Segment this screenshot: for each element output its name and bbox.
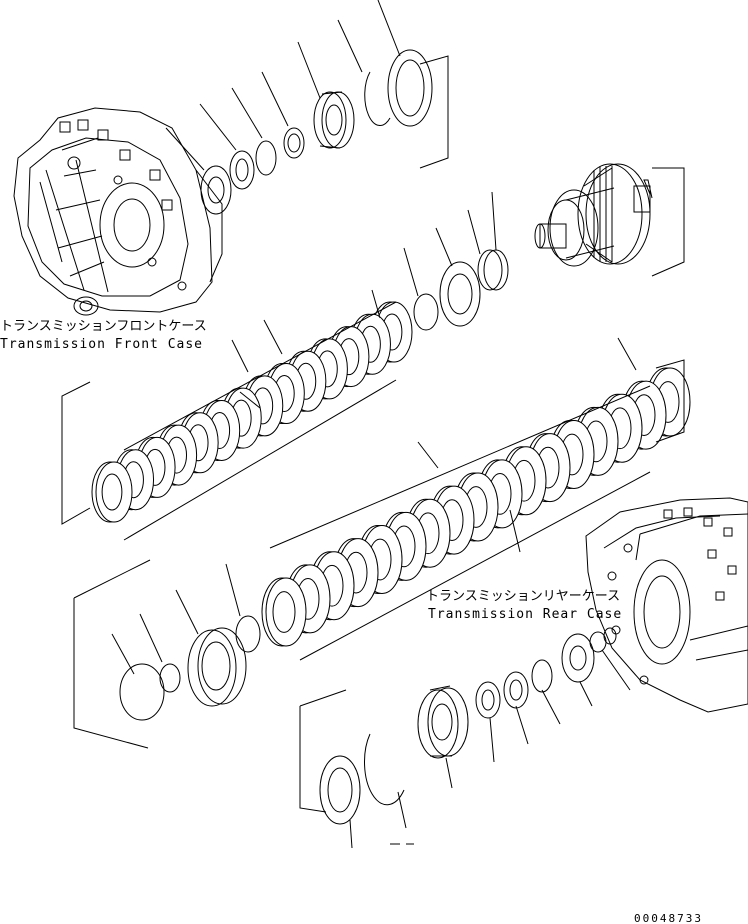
front-gear bbox=[314, 92, 346, 148]
front-collar bbox=[230, 151, 254, 189]
clutch-disc-bore bbox=[273, 592, 295, 633]
lower-left-parts bbox=[74, 560, 260, 748]
clutch-disc-face bbox=[96, 462, 132, 522]
front-bearing bbox=[284, 128, 304, 158]
front-thrust-washer bbox=[388, 50, 432, 126]
front-snap-ring bbox=[256, 141, 276, 175]
clutch-disc-bore bbox=[102, 474, 122, 510]
front-case-label: トランスミッションフロントケース Transmission Front Case bbox=[0, 319, 207, 352]
rear-bearing bbox=[476, 682, 500, 718]
large-o-ring bbox=[120, 664, 164, 720]
rear-collar bbox=[504, 672, 528, 708]
rear-case-label-jp: トランスミッションリヤーケース bbox=[426, 589, 620, 604]
top-parts-row bbox=[201, 50, 432, 214]
rear-spacer bbox=[562, 634, 594, 682]
rear-case-label-en: Transmission Rear Case bbox=[428, 607, 622, 622]
front-case-label-jp: トランスミッションフロントケース bbox=[0, 319, 207, 334]
rear-snap-ring bbox=[532, 660, 552, 692]
lower-clutch-pack bbox=[262, 368, 690, 646]
upper-pack-bracket bbox=[62, 290, 396, 540]
top-leader-lines bbox=[166, 0, 448, 170]
middle-seal-ring bbox=[414, 294, 438, 330]
bottom-parts-row bbox=[300, 628, 630, 848]
rear-case-label: トランスミッションリヤーケース Transmission Rear Case bbox=[426, 589, 622, 622]
middle-small-rings bbox=[404, 192, 508, 330]
transmission-front-case bbox=[14, 108, 222, 315]
clutch-disc-face bbox=[266, 578, 306, 646]
middle-snap-ring bbox=[478, 250, 502, 290]
transmission-rear-case bbox=[586, 498, 748, 712]
small-o-ring bbox=[160, 664, 180, 692]
drawing-code: 00048733 bbox=[634, 912, 703, 924]
piston-snap-ring bbox=[236, 616, 260, 652]
front-case-label-en: Transmission Front Case bbox=[0, 337, 203, 352]
rear-thrust-washer bbox=[320, 756, 360, 824]
middle-thrust-plate bbox=[440, 262, 480, 326]
front-spacer bbox=[201, 166, 231, 214]
upper-clutch-pack bbox=[92, 302, 412, 522]
lower-pack-bracket bbox=[270, 338, 684, 660]
output-shaft-assembly bbox=[535, 164, 684, 276]
rear-gear bbox=[418, 690, 458, 758]
piston bbox=[188, 630, 236, 706]
